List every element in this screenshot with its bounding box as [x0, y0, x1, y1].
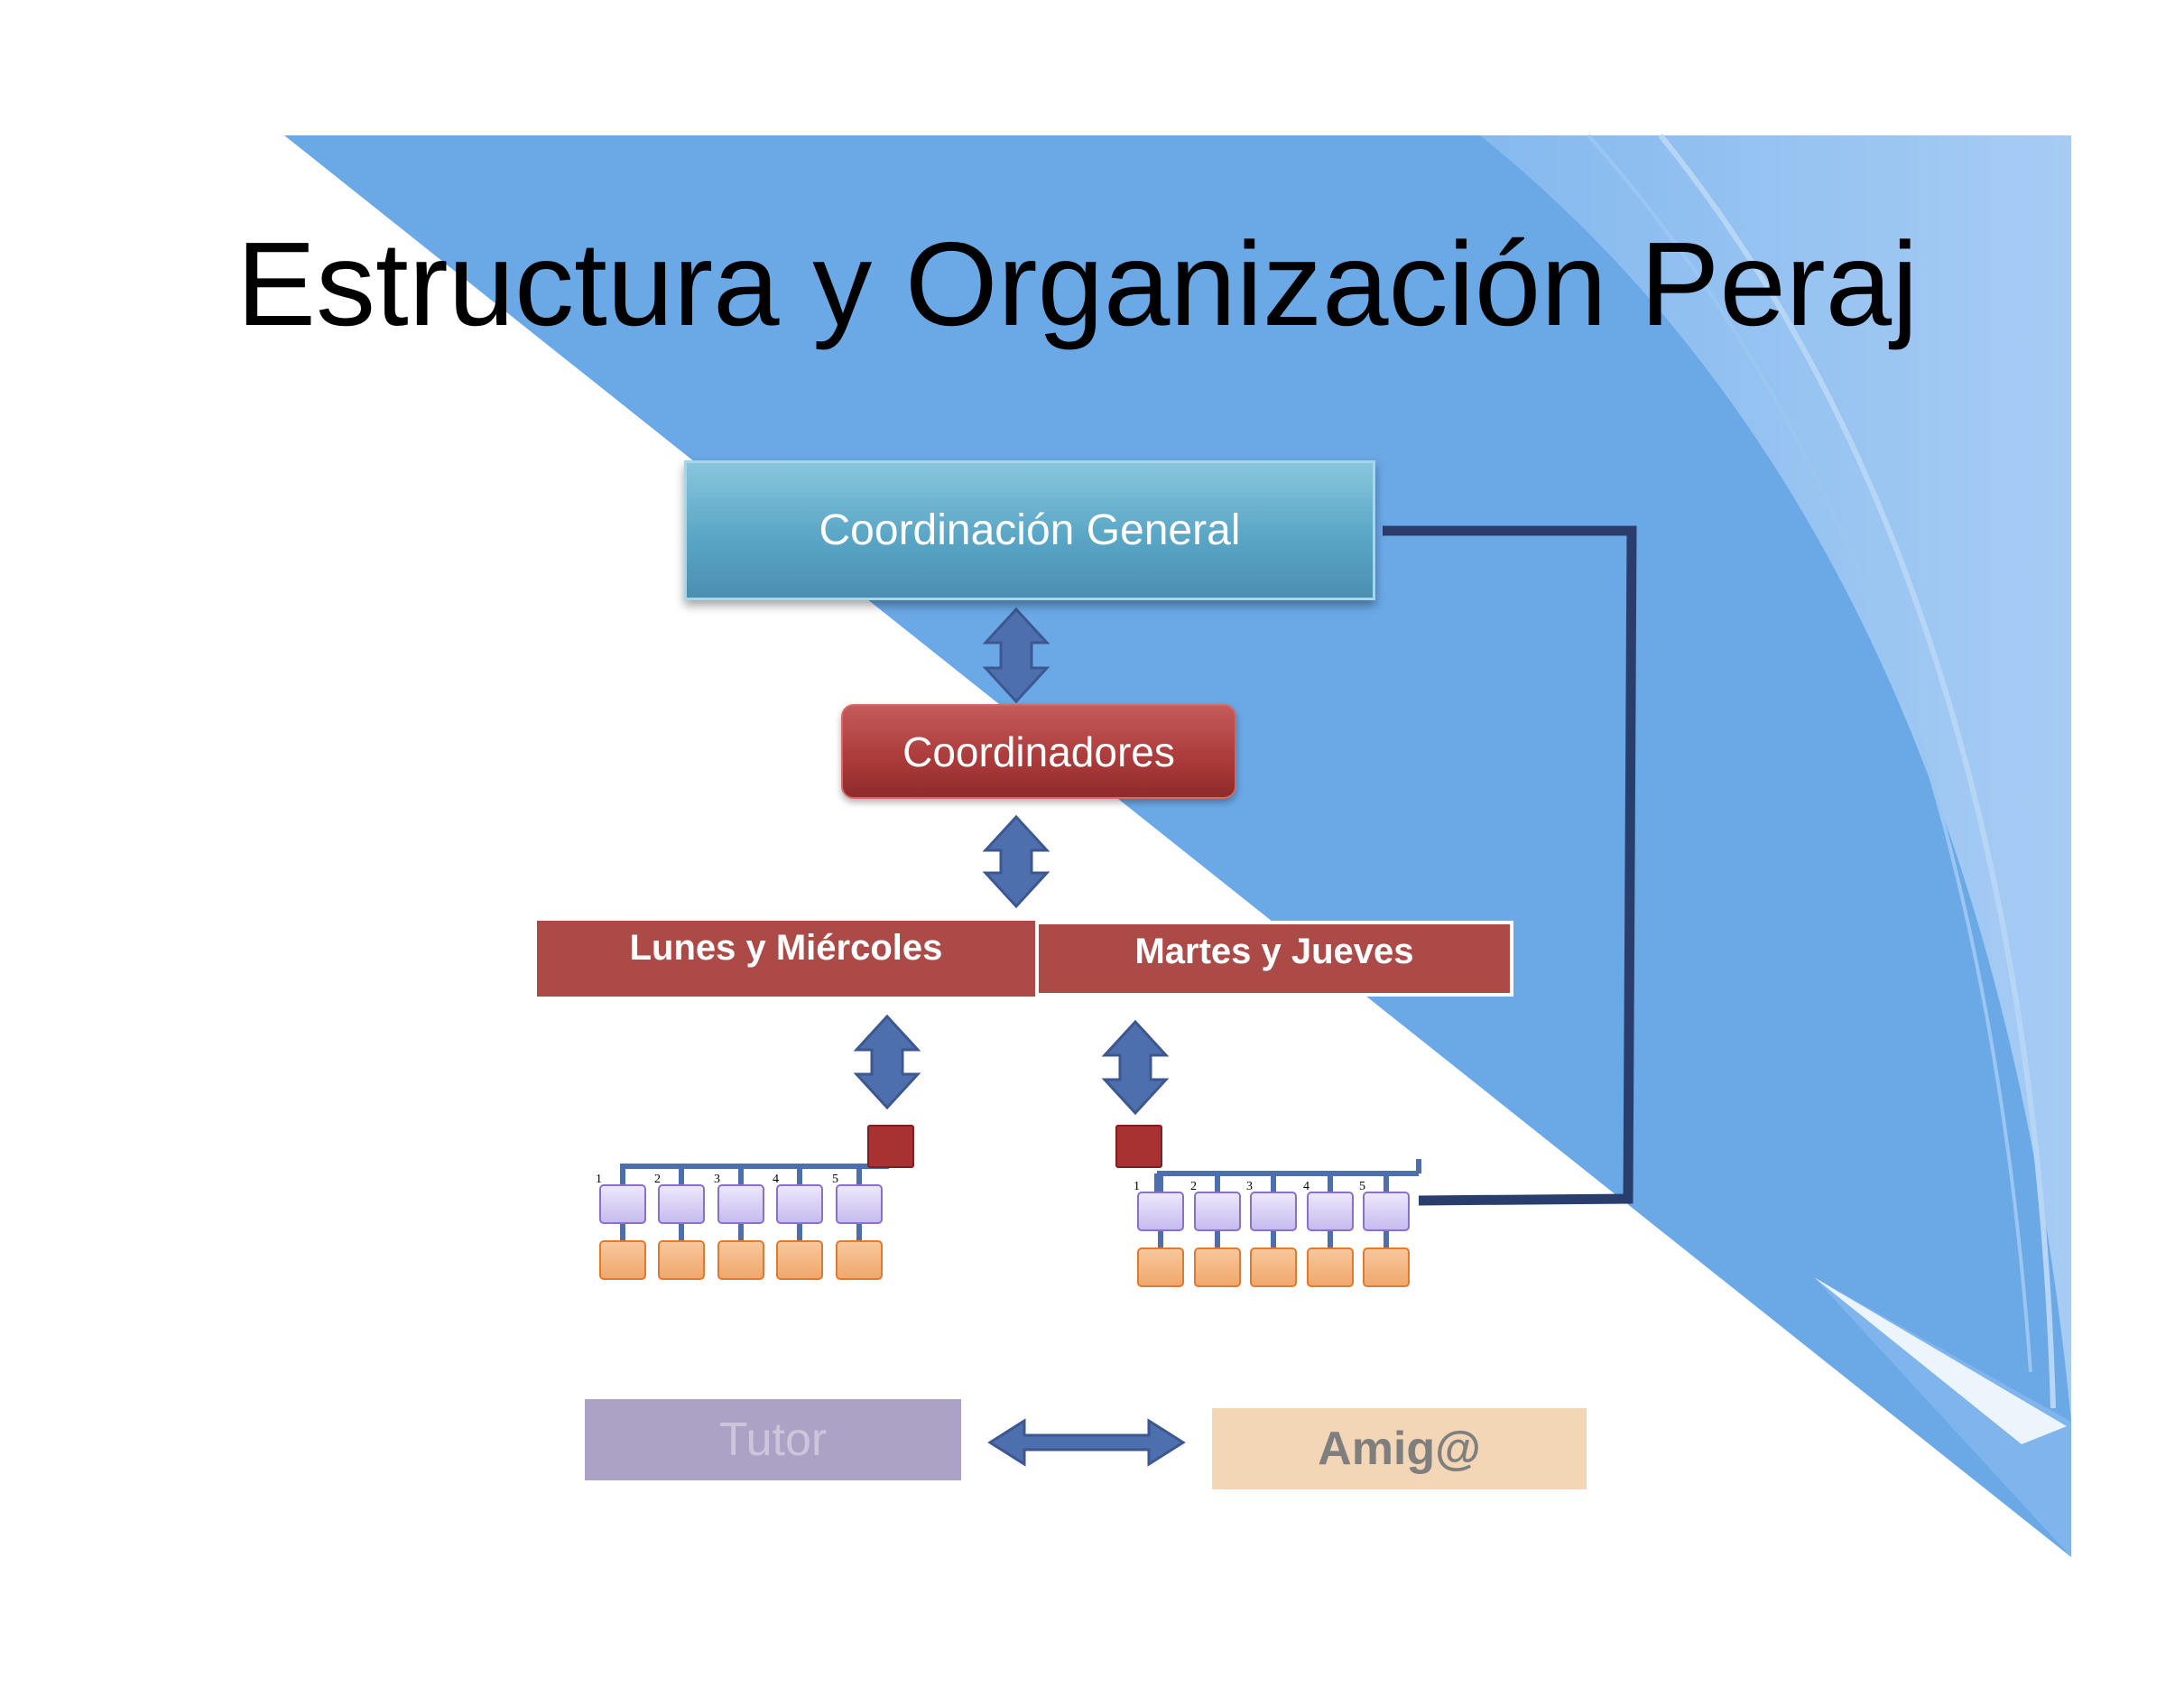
amig-node — [1363, 1247, 1410, 1287]
double-arrow-lm-group-icon — [853, 1014, 921, 1110]
double-arrow-tutor-amig-icon — [987, 1418, 1186, 1467]
amig-node — [658, 1240, 705, 1280]
white-sliver-shape — [1814, 1277, 2071, 1557]
double-arrow-coordinators-days-icon — [982, 814, 1050, 909]
tutor-node — [1307, 1192, 1354, 1231]
tutor-node — [836, 1184, 883, 1224]
amig-node — [836, 1240, 883, 1280]
tutor-number: 4 — [773, 1173, 779, 1186]
group-leader-node — [867, 1125, 914, 1168]
amig-node — [1194, 1247, 1241, 1287]
light-swoosh-shape — [1480, 135, 2071, 1422]
slide-title: Estructura y Organización Peraj — [236, 218, 1919, 350]
double-arrow-general-coordinators-icon — [982, 607, 1050, 704]
tutor-node — [1137, 1192, 1184, 1231]
tutor-number: 4 — [1303, 1180, 1309, 1193]
tutor-node — [717, 1184, 764, 1224]
amig-node — [717, 1240, 764, 1280]
tutor-number: 3 — [1246, 1180, 1253, 1193]
tutor-node — [776, 1184, 823, 1224]
amig-node — [599, 1240, 646, 1280]
mj-tree-lines — [1154, 1159, 1421, 1247]
tutor-number: 1 — [596, 1173, 602, 1186]
tutor-number: 2 — [654, 1173, 661, 1186]
tutor-node — [599, 1184, 646, 1224]
day-header-lunes-miercoles: Lunes y Miércoles — [537, 921, 1035, 997]
group-leader-node — [1115, 1125, 1162, 1168]
amig-node — [776, 1240, 823, 1280]
tutor-node — [658, 1184, 705, 1224]
double-arrow-mj-group-icon — [1101, 1019, 1170, 1116]
white-sliver-shape — [1814, 1277, 2067, 1444]
general-to-group-connector — [1383, 525, 1637, 1206]
highlight-curve-shape — [1587, 134, 2032, 1373]
amig-node — [1307, 1247, 1354, 1287]
highlight-curve-shape — [1658, 134, 2056, 1409]
coordinadores-box: Coordinadores — [841, 704, 1236, 799]
tutor-number: 5 — [1359, 1180, 1365, 1193]
tutor-number: 5 — [832, 1173, 838, 1186]
coordinacion-general-box: Coordinación General — [684, 460, 1375, 600]
tutor-number: 2 — [1190, 1180, 1197, 1193]
legend-tutor-box: Tutor — [585, 1399, 961, 1480]
day-header-martes-jueves: Martes y Jueves — [1035, 921, 1513, 997]
tutor-node — [1194, 1192, 1241, 1231]
tutor-number: 3 — [714, 1173, 720, 1186]
tutor-node — [1363, 1192, 1410, 1231]
amig-node — [1137, 1247, 1184, 1287]
legend-amig-box: Amig@ — [1212, 1408, 1587, 1489]
amig-node — [1250, 1247, 1297, 1287]
tutor-number: 1 — [1134, 1180, 1140, 1193]
tutor-node — [1250, 1192, 1297, 1231]
